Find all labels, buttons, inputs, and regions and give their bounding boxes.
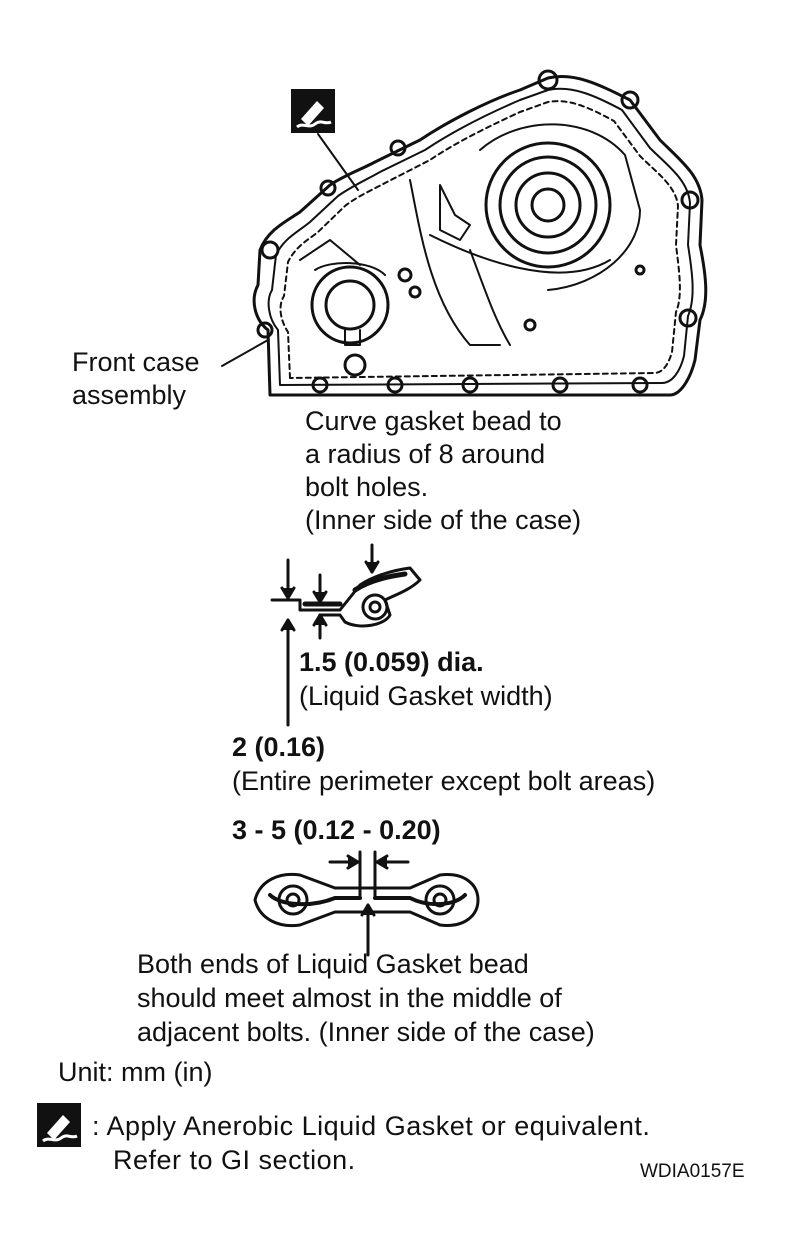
bead-diameter-desc: (Liquid Gasket width) — [299, 681, 553, 711]
ends-note-line1: Both ends of Liquid Gasket bead — [137, 949, 529, 979]
ends-note-line2: should meet almost in the middle of — [137, 983, 562, 1013]
bead-diameter-value: 1.5 (0.059) dia. — [299, 647, 484, 677]
unit-label: Unit: mm (in) — [58, 1057, 213, 1087]
legend-line2: Refer to GI section. — [113, 1145, 356, 1175]
distance-desc: (Entire perimeter except bolt areas) — [232, 766, 656, 796]
legend-line1: : Apply Anerobic Liquid Gasket or equiva… — [92, 1111, 651, 1141]
front-case-outline — [252, 75, 708, 397]
front-case-label-line1: Front case — [72, 347, 200, 377]
bead-cross-section — [270, 543, 422, 727]
overlap-value: 3 - 5 (0.12 - 0.20) — [232, 815, 441, 845]
distance-value: 2 (0.16) — [232, 732, 326, 762]
ends-note-line3: adjacent bolts. (Inner side of the case) — [137, 1017, 595, 1047]
legend-liquid-gasket-icon — [37, 1103, 81, 1147]
liquid-gasket-icon — [291, 89, 335, 133]
front-case-label-line2: assembly — [72, 380, 187, 410]
bead-plan-view — [253, 850, 480, 957]
curve-note-line2: a radius of 8 around — [305, 439, 546, 469]
figure-code: WDIA0157E — [640, 1161, 745, 1182]
gasket-flange-line — [267, 87, 694, 386]
gasket-bead-line — [279, 100, 681, 379]
curve-note-line3: bolt holes. — [305, 472, 429, 502]
curve-note-line1: Curve gasket bead to — [305, 406, 562, 436]
curve-note-line4: (Inner side of the case) — [305, 505, 582, 535]
